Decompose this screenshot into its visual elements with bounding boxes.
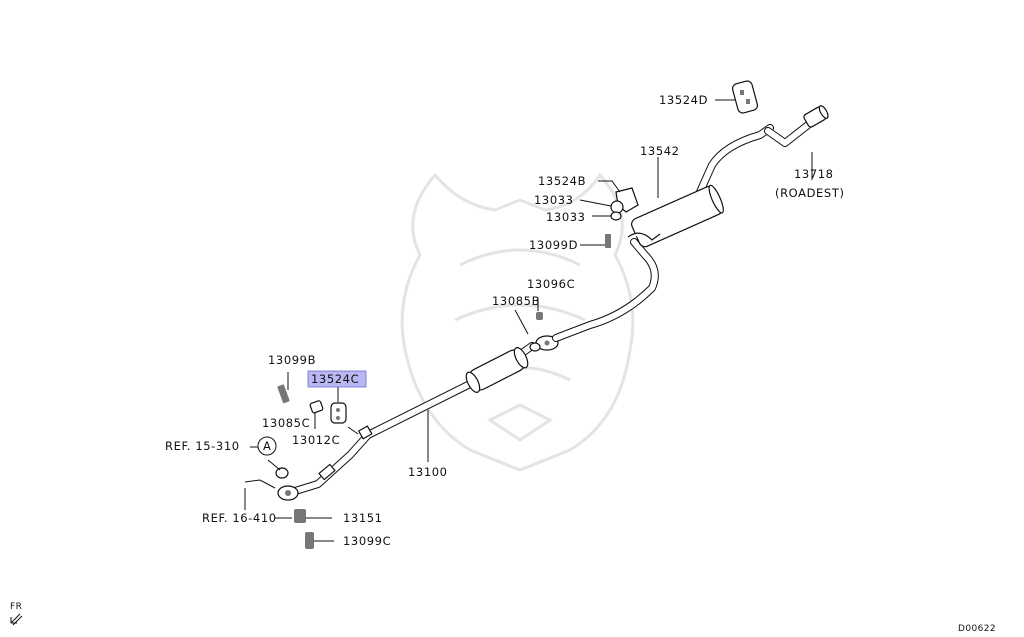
diagram-code: D00622 bbox=[958, 624, 996, 634]
label-13099c[interactable]: 13099C bbox=[343, 534, 391, 548]
label-13012c[interactable]: 13012C bbox=[292, 433, 340, 447]
main-muffler-13542 bbox=[605, 80, 829, 248]
label-ref-15-310[interactable]: REF. 15-310 bbox=[165, 439, 240, 453]
label-ref-16-410[interactable]: REF. 16-410 bbox=[202, 511, 277, 525]
center-flange bbox=[529, 312, 559, 352]
label-13033-upper[interactable]: 13033 bbox=[534, 193, 574, 207]
label-13524b[interactable]: 13524B bbox=[538, 174, 586, 188]
label-13099b[interactable]: 13099B bbox=[268, 353, 316, 367]
label-13718[interactable]: 13718 bbox=[794, 167, 834, 181]
label-13099d[interactable]: 13099D bbox=[529, 238, 578, 252]
front-small-parts bbox=[244, 384, 347, 549]
label-roadest: (ROADEST) bbox=[775, 186, 845, 200]
label-13524c[interactable]: 13524C bbox=[311, 372, 359, 386]
callout-a-label: A bbox=[263, 439, 271, 453]
label-13524d[interactable]: 13524D bbox=[659, 93, 708, 107]
label-13085c[interactable]: 13085C bbox=[262, 416, 310, 430]
label-13096c[interactable]: 13096C bbox=[527, 277, 575, 291]
highlight-13524c-box bbox=[307, 370, 367, 388]
front-arrow-icon: FR bbox=[10, 602, 23, 626]
label-13542[interactable]: 13542 bbox=[640, 144, 680, 158]
rear-pipe bbox=[552, 238, 659, 342]
callout-a-circle bbox=[257, 436, 277, 456]
front-direction-label: FR bbox=[10, 602, 22, 612]
label-13033-lower[interactable]: 13033 bbox=[546, 210, 586, 224]
leader-lines bbox=[244, 99, 813, 542]
label-13085b[interactable]: 13085B bbox=[492, 294, 540, 308]
label-13100[interactable]: 13100 bbox=[408, 465, 448, 479]
exhaust-pipe-13100 bbox=[277, 342, 536, 501]
label-13151[interactable]: 13151 bbox=[343, 511, 383, 525]
